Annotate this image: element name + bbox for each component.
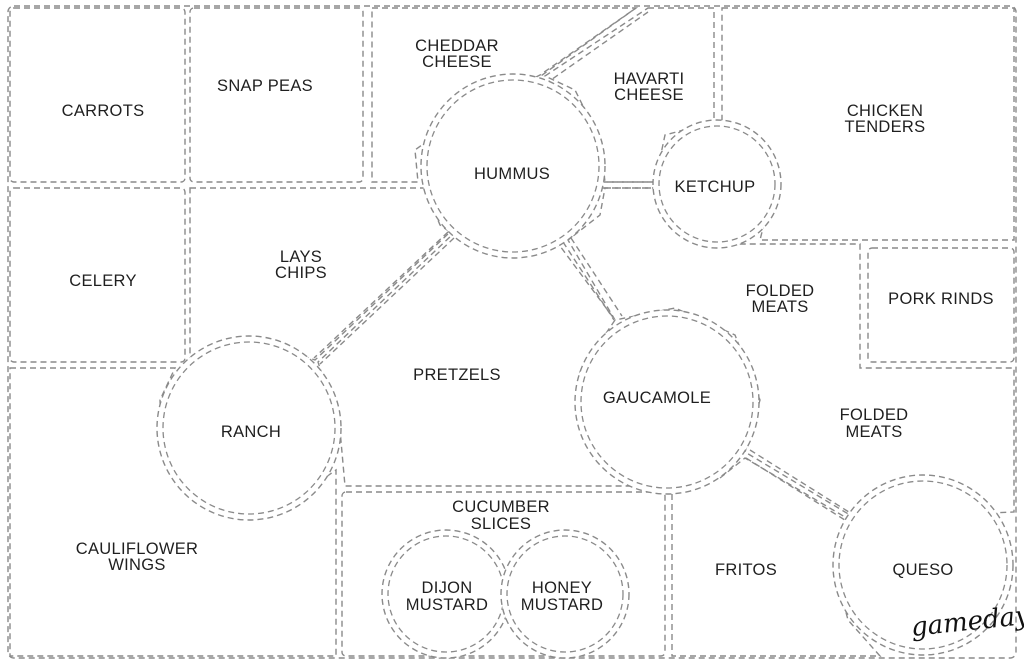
honey-label-line2: MUSTARD <box>521 596 603 614</box>
connector-gaucamole-queso <box>749 449 853 515</box>
folded-meats-top-label-line1: FOLDED <box>746 282 815 300</box>
honey-mustard-dip-well-inner <box>506 535 624 653</box>
cheddar-label-line2: CHEESE <box>422 53 492 71</box>
connector-cheddar-havarti <box>537 7 637 79</box>
folded-meats-right-label-line2: MEATS <box>845 423 902 441</box>
gaucamole-dip-well-inner <box>580 315 754 489</box>
dijon-label-line2: MUSTARD <box>406 596 488 614</box>
chicken-label-line1: CHICKEN <box>847 102 923 120</box>
connector-hummus-gaucamole-b <box>570 237 623 317</box>
celery-section <box>9 187 186 363</box>
ranch-dip-well-inner <box>162 341 336 515</box>
connector-gaucamole-queso-b <box>745 457 849 523</box>
ranch-label: RANCH <box>221 423 281 441</box>
hummus-label: HUMMUS <box>474 165 550 183</box>
gaucamole-label: GAUCAMOLE <box>603 389 711 407</box>
lays-label-line2: CHIPS <box>275 264 327 282</box>
hummus-dip-well <box>420 73 606 259</box>
snap-peas-section <box>189 7 364 183</box>
connector-cheddar-havarti-b <box>547 11 649 83</box>
queso-dip-well-inner <box>838 480 1008 650</box>
cucumber-label-line1: CUCUMBER <box>452 498 550 516</box>
havarti-label-line2: CHEESE <box>614 86 684 104</box>
folded-meats-top-label-line2: MEATS <box>751 298 808 316</box>
ranch-dip-well <box>156 335 342 521</box>
gaucamole-dip-well <box>574 309 760 495</box>
connector-hummus-gaucamole <box>562 241 615 321</box>
pretzels-label: PRETZELS <box>413 366 501 384</box>
cauliflower-label-line1: CAULIFLOWER <box>76 540 198 558</box>
cheddar-label-line1: CHEDDAR <box>415 37 499 55</box>
carrots-label: CARROTS <box>62 102 145 120</box>
connector-hummus-ranch-b <box>319 237 455 365</box>
cauliflower-label-line2: WINGS <box>108 556 165 574</box>
carrots-section <box>9 7 186 183</box>
pork-rinds-label: PORK RINDS <box>888 290 994 308</box>
hummus-dip-well-inner <box>426 79 600 253</box>
chicken-tenders-section <box>721 7 1015 241</box>
folded-meats-right-label-line1: FOLDED <box>840 406 909 424</box>
chicken-label-line2: TENDERS <box>845 118 926 136</box>
connector-hummus-ranch <box>313 231 449 359</box>
honey-mustard-dip-well <box>500 529 630 659</box>
havarti-cheese-section <box>543 7 715 183</box>
queso-label: QUESO <box>892 561 953 579</box>
snap-peas-label: SNAP PEAS <box>217 77 313 95</box>
honey-label-line1: HONEY <box>532 579 592 597</box>
fritos-section <box>671 457 882 657</box>
fritos-label: FRITOS <box>715 561 777 579</box>
queso-dip-well <box>832 474 1014 656</box>
havarti-label-line1: HAVARTI <box>614 70 685 88</box>
pork-rinds-section <box>867 247 1015 363</box>
celery-label: CELERY <box>69 272 137 290</box>
cucumber-label-line2: SLICES <box>471 515 532 533</box>
dijon-label-line1: DIJON <box>422 579 473 597</box>
lays-label-line1: LAYS <box>280 248 322 266</box>
ketchup-dip-well-inner <box>658 125 776 243</box>
ketchup-dip-well <box>652 119 782 249</box>
ketchup-label: KETCHUP <box>675 178 756 196</box>
